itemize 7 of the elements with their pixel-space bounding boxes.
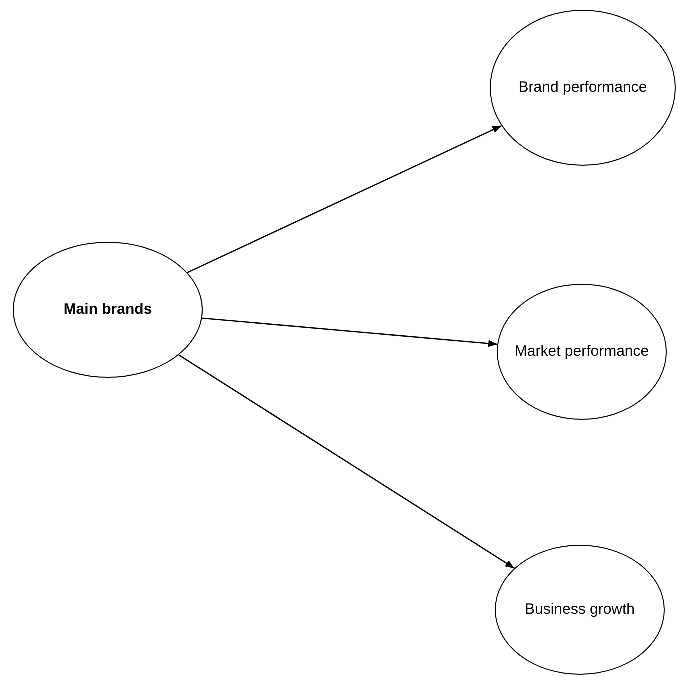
- node-label: Brand performance: [518, 78, 648, 98]
- node-label: Business growth: [524, 600, 636, 620]
- arrow: [202, 318, 498, 348]
- node-label: Market performance: [514, 342, 650, 362]
- arrow: [187, 125, 502, 274]
- node-label: Main brands: [64, 300, 152, 320]
- arrow: [178, 354, 515, 569]
